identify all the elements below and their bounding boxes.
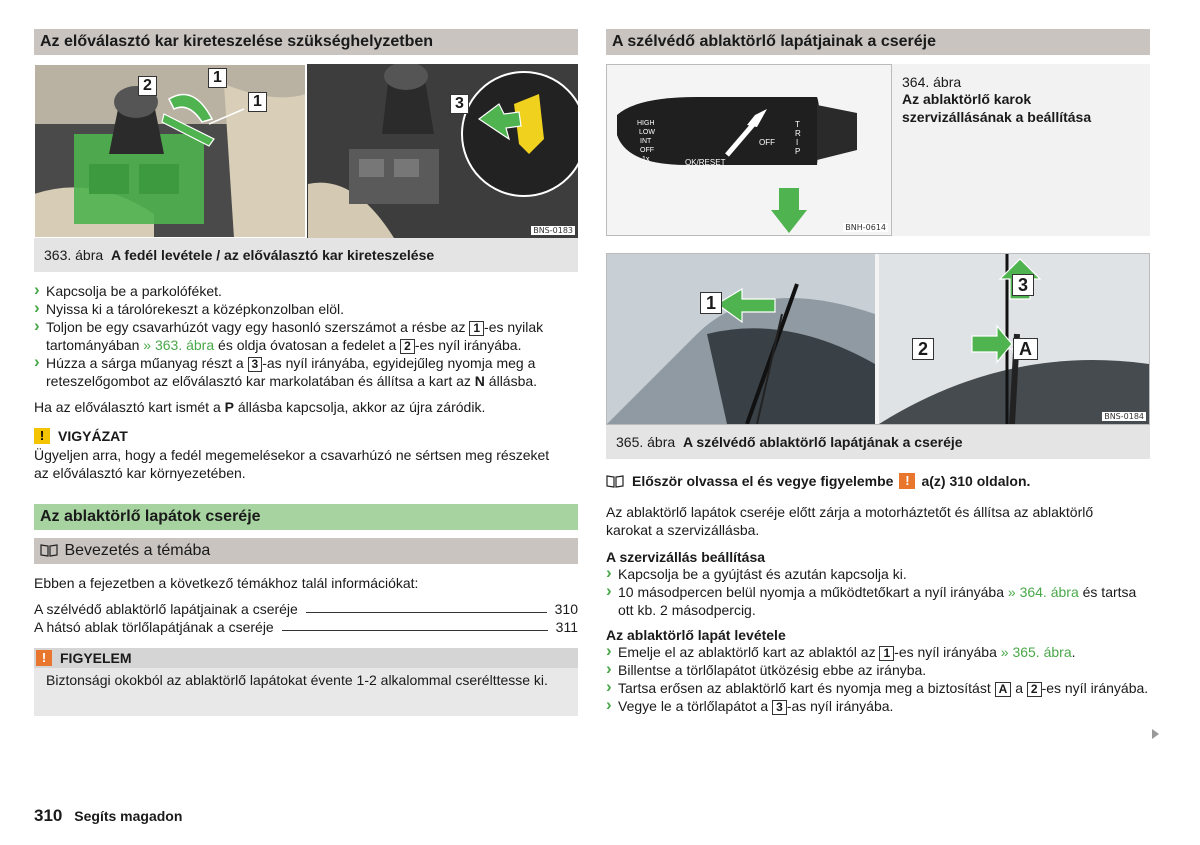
- caution-title: VIGYÁZAT: [58, 428, 128, 444]
- list-item: Nyissa ki a tárolórekeszt a középkonzolb…: [34, 299, 578, 318]
- fig364-code: BNH-0614: [843, 223, 888, 232]
- chapter-title: Segíts magadon: [74, 808, 183, 824]
- link-fig365[interactable]: » 365. ábra: [1000, 644, 1072, 660]
- figure-364: HIGH LOW INT OFF 1x OK/RESET OFF T R I P…: [606, 64, 1150, 236]
- stalk-label-p: P: [795, 147, 801, 156]
- blade-removal-steps: Emelje el az ablaktörlő kart az ablaktól…: [606, 642, 1150, 715]
- book-icon: [40, 540, 60, 557]
- stalk-label-off2: OFF: [759, 138, 775, 147]
- fig363-code: BNS-0183: [531, 226, 575, 235]
- caution-icon: !: [34, 428, 50, 444]
- left-column: Az előválasztó kar kireteszelése szükség…: [34, 29, 578, 716]
- service-position-steps: Kapcsolja be a gyújtást és azután kapcso…: [606, 564, 1150, 619]
- fig363-label-3: 3: [450, 94, 469, 114]
- ref-label-1: 1: [469, 321, 485, 336]
- right-column: A szélvédő ablaktörlő lapátjainak a cser…: [606, 29, 1150, 715]
- figure-363: 2 1 1 3 BNS-0183: [34, 64, 578, 238]
- intro-text: Ebben a fejezetben a következő témákhoz …: [34, 575, 419, 591]
- stalk-label-low: LOW: [639, 129, 655, 136]
- link-fig364[interactable]: » 364. ábra: [1007, 584, 1079, 600]
- stalk-label-t: T: [795, 120, 800, 129]
- list-item: Tartsa erősen az ablaktörlő kart és nyom…: [606, 678, 1150, 697]
- section-title-windshield-wipers: A szélvédő ablaktörlő lapátjainak a cser…: [606, 29, 1150, 55]
- fig365-label-2: 2: [912, 338, 935, 360]
- fig365-code: BNS-0184: [1102, 412, 1146, 421]
- ref-label-A: A: [994, 682, 1012, 697]
- list-item: Emelje el az ablaktörlő kart az ablaktól…: [606, 642, 1150, 661]
- sub-title-blade-removal: Az ablaktörlő lapát levétele: [606, 627, 786, 643]
- fig364-caption: 364. ábra Az ablaktörlő karok szervizáll…: [892, 64, 1150, 236]
- selector-unlock-steps: Kapcsolja be a parkolóféket. Nyissa ki a…: [34, 281, 578, 390]
- warning-icon: !: [899, 473, 916, 489]
- ref-label-2: 2: [1026, 682, 1042, 697]
- list-item: Billentse a törlőlapátot ütközésig ebbe …: [606, 660, 1150, 679]
- fig363-caption-num: 363. ábra: [44, 247, 104, 263]
- section-title-wiper-blades: Az ablaktörlő lapátok cseréje: [34, 504, 578, 530]
- list-item: 10 másodpercen belül nyomja a működtetők…: [606, 582, 1150, 619]
- warning-title: FIGYELEM: [60, 650, 132, 666]
- section-title-intro: Bevezetés a témába: [34, 538, 578, 564]
- list-item: Kapcsolja be a parkolóféket.: [34, 281, 578, 300]
- stalk-label-i: I: [796, 138, 799, 147]
- list-item: Kapcsolja be a gyújtást és azután kapcso…: [606, 564, 1150, 583]
- figure-365: 1 3 2 A BNS-0184: [606, 253, 1150, 425]
- warning-block: ! FIGYELEM Biztonsági okokból az ablaktö…: [34, 648, 578, 716]
- caution-text: Ügyeljen arra, hogy a fedél megemeléseko…: [34, 447, 550, 481]
- figure-365-illustration: [607, 254, 1149, 424]
- list-item: Húzza a sárga műanyag részt a 3-as nyíl …: [34, 353, 578, 390]
- warning-text: Biztonsági okokból az ablaktörlő lapátok…: [46, 672, 548, 688]
- fig363-label-1a: 1: [208, 68, 227, 88]
- fig363-caption-text: A fedél levétele / az előválasztó kar ki…: [110, 247, 435, 263]
- toc-row[interactable]: A szélvédő ablaktörlő lapátjainak a cser…: [34, 601, 578, 617]
- list-item: Vegye le a törlőlapátot a 3-as nyíl irán…: [606, 696, 1150, 715]
- fig364-caption-num: 364. ábra: [902, 74, 962, 90]
- fig364-stalk-illustration: [617, 97, 857, 233]
- stalk-label-1x: 1x: [642, 156, 650, 163]
- sub-title-service-position: A szervizállás beállítása: [606, 549, 766, 565]
- stalk-label-r: R: [795, 129, 801, 138]
- page-number: 310: [34, 806, 63, 825]
- ref-label-3: 3: [247, 357, 263, 372]
- fig365-caption-text: A szélvédő ablaktörlő lapátjának a cseré…: [682, 434, 963, 450]
- fig365-caption: 365. ábra A szélvédő ablaktörlő lapátján…: [606, 425, 1150, 459]
- relock-note: Ha az előválasztó kart ismét a P állásba…: [34, 399, 486, 415]
- next-page-arrow-icon: [1152, 729, 1159, 739]
- section-title-selector-unlock: Az előválasztó kar kireteszelése szükség…: [34, 29, 578, 55]
- fig363-label-1b: 1: [248, 92, 267, 112]
- fig365-caption-num: 365. ábra: [616, 434, 676, 450]
- ref-label-2: 2: [400, 339, 415, 354]
- fig363-caption: 363. ábra A fedél levétele / az előválas…: [34, 238, 578, 272]
- ref-label-3: 3: [772, 700, 787, 715]
- toc-list: A szélvédő ablaktörlő lapátjainak a cser…: [34, 600, 578, 636]
- fig364-caption-text: Az ablaktörlő karok szervizállásának a b…: [902, 91, 1092, 125]
- fig365-label-A: A: [1013, 338, 1038, 360]
- list-item: Toljon be egy csavarhúzót vagy egy hason…: [34, 317, 578, 354]
- fig365-label-1: 1: [700, 292, 723, 314]
- wiper-intro: Az ablaktörlő lapátok cseréje előtt zárj…: [606, 504, 1094, 538]
- stalk-label-int: INT: [640, 138, 652, 145]
- read-first-note: Először olvassa el és vegye figyelembe !…: [606, 473, 1150, 489]
- warning-icon: !: [36, 650, 52, 666]
- stalk-label-off: OFF: [640, 147, 654, 154]
- stalk-label-okreset: OK/RESET: [685, 158, 726, 167]
- fig364-image: HIGH LOW INT OFF 1x OK/RESET OFF T R I P…: [606, 64, 892, 236]
- caution-block: ! VIGYÁZAT Ügyeljen arra, hogy a fedél m…: [34, 428, 578, 482]
- book-icon: [606, 474, 626, 488]
- stalk-label-high: HIGH: [637, 120, 655, 127]
- fig365-label-3: 3: [1012, 274, 1035, 296]
- ref-label-1: 1: [879, 646, 895, 661]
- link-fig363[interactable]: » 363. ábra: [143, 337, 215, 353]
- figure-363-illustration: [34, 64, 578, 238]
- page-footer: 310 Segíts magadon: [34, 806, 182, 826]
- link-page-310[interactable]: a(z) 310 oldalon.: [921, 473, 1031, 489]
- fig363-label-2: 2: [138, 76, 157, 96]
